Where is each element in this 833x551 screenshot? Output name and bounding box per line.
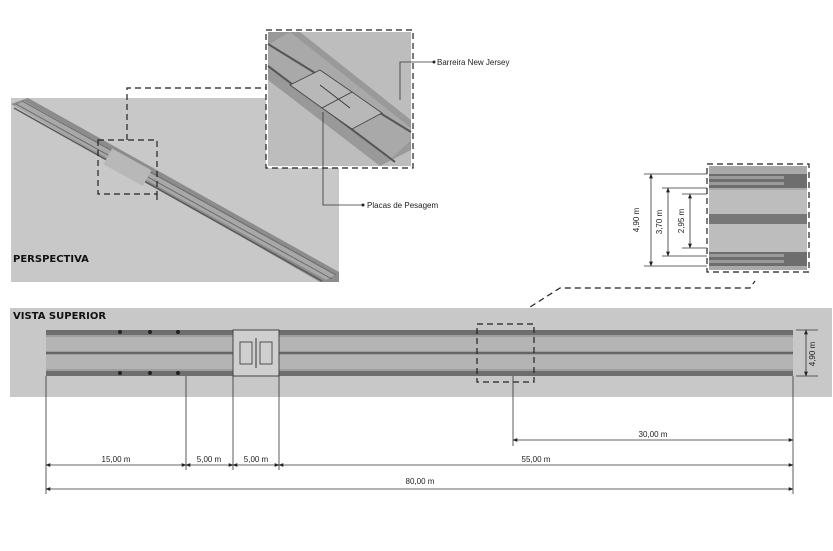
section-width-total: 4,90 m — [632, 207, 641, 232]
top-view-width: 4,90 m — [808, 341, 817, 366]
plates-annotation: Placas de Pesagem — [322, 112, 438, 210]
plates-label: Placas de Pesagem — [367, 201, 438, 210]
section-width-mid: 3,70 m — [655, 209, 664, 234]
barrier-label: Barreira New Jersey — [437, 58, 509, 67]
top-view-title: VISTA SUPERIOR — [13, 311, 106, 322]
inset-detail — [265, 29, 414, 169]
section-connector — [504, 280, 756, 324]
dim-80m: 80,00 m — [406, 477, 435, 486]
section-width-inner: 2,95 m — [677, 208, 686, 233]
dim-30m: 30,00 m — [639, 430, 668, 439]
perspective-zoom-box — [97, 139, 158, 195]
perspective-road — [11, 98, 339, 282]
length-dimensions: 30,00 m 15,00 m 5,00 m 5,00 m 55,00 m 80… — [45, 376, 794, 494]
dim-55m: 55,00 m — [522, 455, 551, 464]
barrier-annotation: Barreira New Jersey — [399, 58, 509, 100]
perspective-title: PERSPECTIVA — [13, 254, 89, 265]
zoom-connector-top — [126, 87, 266, 140]
top-view-section-box — [476, 323, 535, 383]
top-view-road — [46, 329, 793, 377]
dim-5m-a: 5,00 m — [197, 455, 222, 464]
dim-5m-b: 5,00 m — [244, 455, 269, 464]
top-view-panel: VISTA SUPERIOR 4,90 m — [10, 308, 832, 397]
section-detail: 4,90 m 3,70 m 2,95 m — [632, 163, 810, 273]
dim-15m: 15,00 m — [102, 455, 131, 464]
